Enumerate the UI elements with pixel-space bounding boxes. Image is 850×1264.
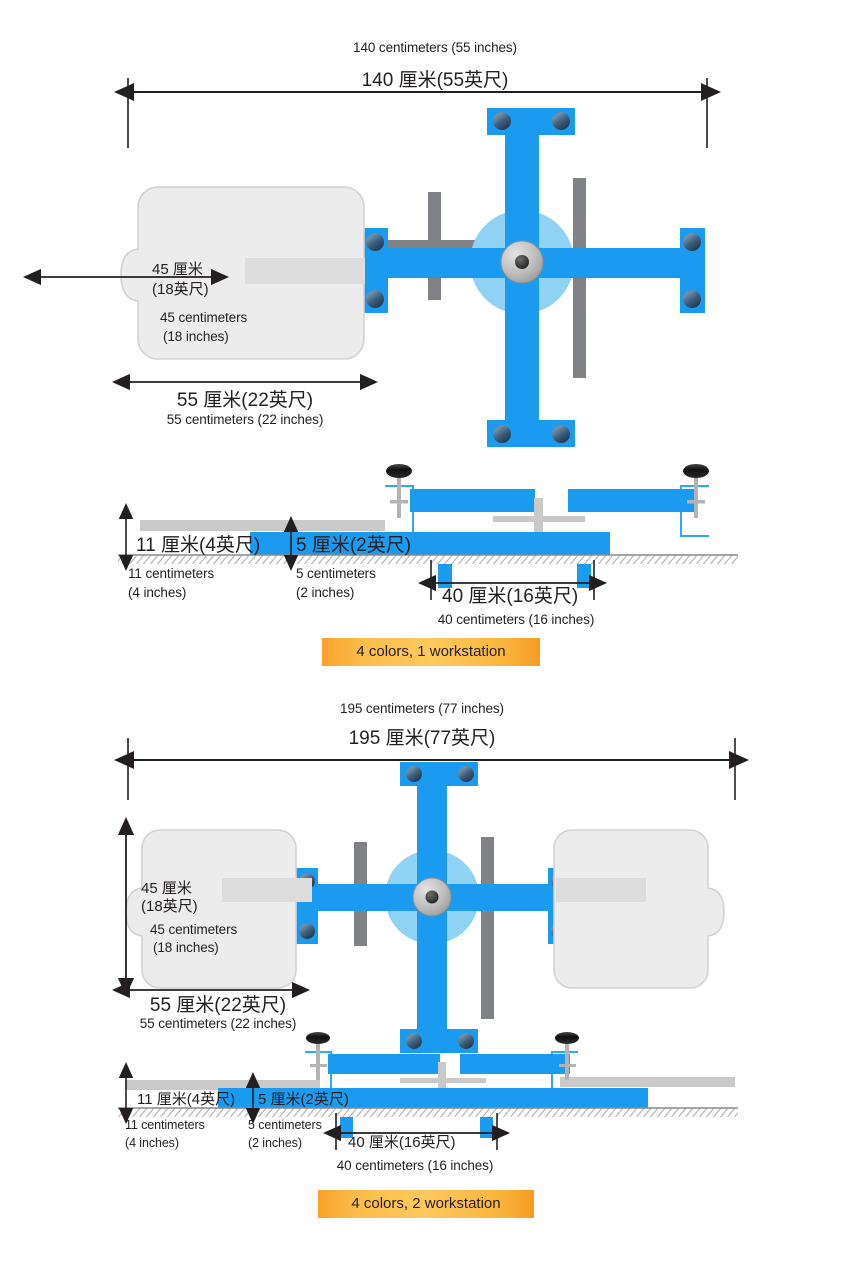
platen-width-label-english-2: 55 centimeters (22 inches) bbox=[139, 1016, 297, 1031]
side-table bbox=[250, 532, 610, 555]
carousel-top-view bbox=[363, 108, 705, 447]
base-height-label-english-sub-2: (2 inches) bbox=[248, 1136, 302, 1150]
bracket-bolts bbox=[366, 112, 701, 443]
table-height-label-chinese: 11 厘米(4英尺) bbox=[136, 535, 261, 556]
bolt bbox=[683, 290, 701, 308]
overall-width-dimension bbox=[114, 78, 721, 148]
side-arm-right bbox=[568, 489, 695, 512]
carousel-arms-2 bbox=[300, 772, 564, 1029]
caption-badge-one-workstation: 4 colors, 1 workstation bbox=[322, 638, 540, 666]
platen-width-label-chinese-2: 55 厘米(22英尺) bbox=[149, 995, 287, 1016]
table-height-label-english-sub-2: (4 inches) bbox=[125, 1136, 179, 1150]
diagram-two-workstation: 195 centimeters (77 inches) 195 厘米(77英尺) bbox=[0, 690, 850, 1264]
hub-core bbox=[515, 255, 529, 269]
platen-height-label-chinese-sub: (18英尺) bbox=[152, 281, 209, 298]
table-height-label-english: 11 centimeters bbox=[128, 566, 215, 581]
platen-left bbox=[120, 186, 365, 360]
leg-spread-label-english: 40 centimeters (16 inches) bbox=[437, 612, 595, 627]
bolt bbox=[552, 112, 570, 130]
diagram-two-graphics bbox=[112, 738, 749, 1150]
adjust-knob-left-2 bbox=[306, 1032, 330, 1080]
base-height-label-english: 5 centimeters bbox=[296, 566, 376, 581]
leg-spread-dimension-2 bbox=[323, 1113, 510, 1150]
base-height-label-english-sub: (2 inches) bbox=[296, 585, 355, 600]
platen-stripe bbox=[556, 878, 646, 902]
overall-width-label-english-2: 195 centimeters (77 inches) bbox=[340, 701, 504, 716]
platen-height-label-chinese: 45 厘米 bbox=[152, 261, 203, 278]
bolt bbox=[406, 1033, 422, 1049]
platen-left-2 bbox=[125, 829, 312, 989]
base-height-label-chinese: 5 厘米(2英尺) bbox=[296, 535, 412, 556]
side-leg-right bbox=[577, 546, 591, 588]
base-height-label-chinese-2: 5 厘米(2英尺) bbox=[258, 1091, 349, 1108]
arm-left bbox=[300, 884, 432, 911]
caption-badge-two-workstation: 4 colors, 2 workstation bbox=[318, 1190, 534, 1218]
platen-height-label-english-sub: (18 inches) bbox=[163, 329, 229, 344]
arm-up bbox=[417, 772, 447, 897]
press-side-view bbox=[118, 464, 738, 588]
platen-width-label-english: 55 centimeters (22 inches) bbox=[166, 412, 324, 427]
side-arm-left bbox=[410, 489, 535, 512]
platen-height-label-english-2: 45 centimeters bbox=[150, 922, 238, 937]
overall-width-label-chinese-2: 195 厘米(77英尺) bbox=[348, 728, 496, 749]
platen-height-label-english-sub-2: (18 inches) bbox=[153, 940, 219, 955]
table-height-label-english-sub: (4 inches) bbox=[128, 585, 187, 600]
bolt bbox=[493, 112, 511, 130]
arm-up bbox=[505, 120, 539, 262]
bolt bbox=[366, 290, 384, 308]
carousel-top-view-2 bbox=[296, 762, 570, 1053]
diagram-one-workstation: 140 centimeters (55 inches) 140 厘米(55英尺) bbox=[22, 40, 738, 666]
arm-right bbox=[522, 248, 694, 278]
press-side-view-2 bbox=[118, 1032, 738, 1138]
side-center-crossbar bbox=[493, 516, 585, 522]
leg-spread-label-chinese: 40 厘米(16英尺) bbox=[442, 586, 579, 607]
base-height-label-english-2: 5 centimeters bbox=[248, 1118, 322, 1132]
platen-height-label-chinese-sub-2: (18英尺) bbox=[141, 898, 198, 915]
adjust-knob-right-2 bbox=[555, 1032, 579, 1080]
ground-hatch-2 bbox=[118, 1108, 738, 1117]
table-height-label-english-2: 11 centimeters bbox=[125, 1118, 205, 1132]
platen-stripe bbox=[222, 878, 312, 902]
platen-width-label-chinese: 55 厘米(22英尺) bbox=[176, 390, 314, 411]
diagram-one-graphics bbox=[22, 78, 738, 600]
arm-down bbox=[505, 262, 539, 420]
leg-spread-label-chinese-2: 40 厘米(16英尺) bbox=[348, 1134, 456, 1151]
carousel-arms bbox=[368, 120, 694, 420]
side-center-crossbar-2 bbox=[400, 1078, 486, 1083]
bolt bbox=[366, 233, 384, 251]
hub-core-2 bbox=[425, 890, 439, 904]
bolt bbox=[458, 766, 474, 782]
platen-height-label-chinese-2: 45 厘米 bbox=[141, 880, 192, 897]
arm-left bbox=[368, 248, 522, 278]
side-arm-right-2 bbox=[460, 1054, 570, 1074]
platen-right-2 bbox=[553, 829, 725, 989]
adjust-knob-right bbox=[683, 464, 709, 518]
bolt bbox=[493, 425, 511, 443]
leg-spread-label-english-2: 40 centimeters (16 inches) bbox=[336, 1158, 494, 1173]
bolt bbox=[458, 1033, 474, 1049]
ground-hatch bbox=[118, 555, 738, 564]
side-table-2 bbox=[218, 1088, 648, 1108]
side-platen-bar bbox=[140, 520, 385, 531]
overall-width-dimension-2 bbox=[114, 738, 749, 800]
side-platen-bar-left bbox=[125, 1080, 320, 1090]
side-platen-bar-right bbox=[560, 1077, 735, 1087]
platen-height-label-english: 45 centimeters bbox=[160, 310, 248, 325]
arm-right bbox=[432, 884, 564, 911]
table-height-label-chinese-2: 11 厘米(4英尺) bbox=[137, 1091, 236, 1108]
leg-spread-dimension bbox=[418, 560, 607, 600]
side-arm-left-2 bbox=[328, 1054, 440, 1074]
bolt bbox=[683, 233, 701, 251]
adjust-knob-left bbox=[386, 464, 412, 518]
bolt bbox=[406, 766, 422, 782]
overall-width-label-english: 140 centimeters (55 inches) bbox=[353, 40, 517, 55]
platen-stripe bbox=[245, 258, 365, 284]
bolt bbox=[552, 425, 570, 443]
arm-down bbox=[417, 897, 447, 1029]
bolt bbox=[299, 923, 315, 939]
